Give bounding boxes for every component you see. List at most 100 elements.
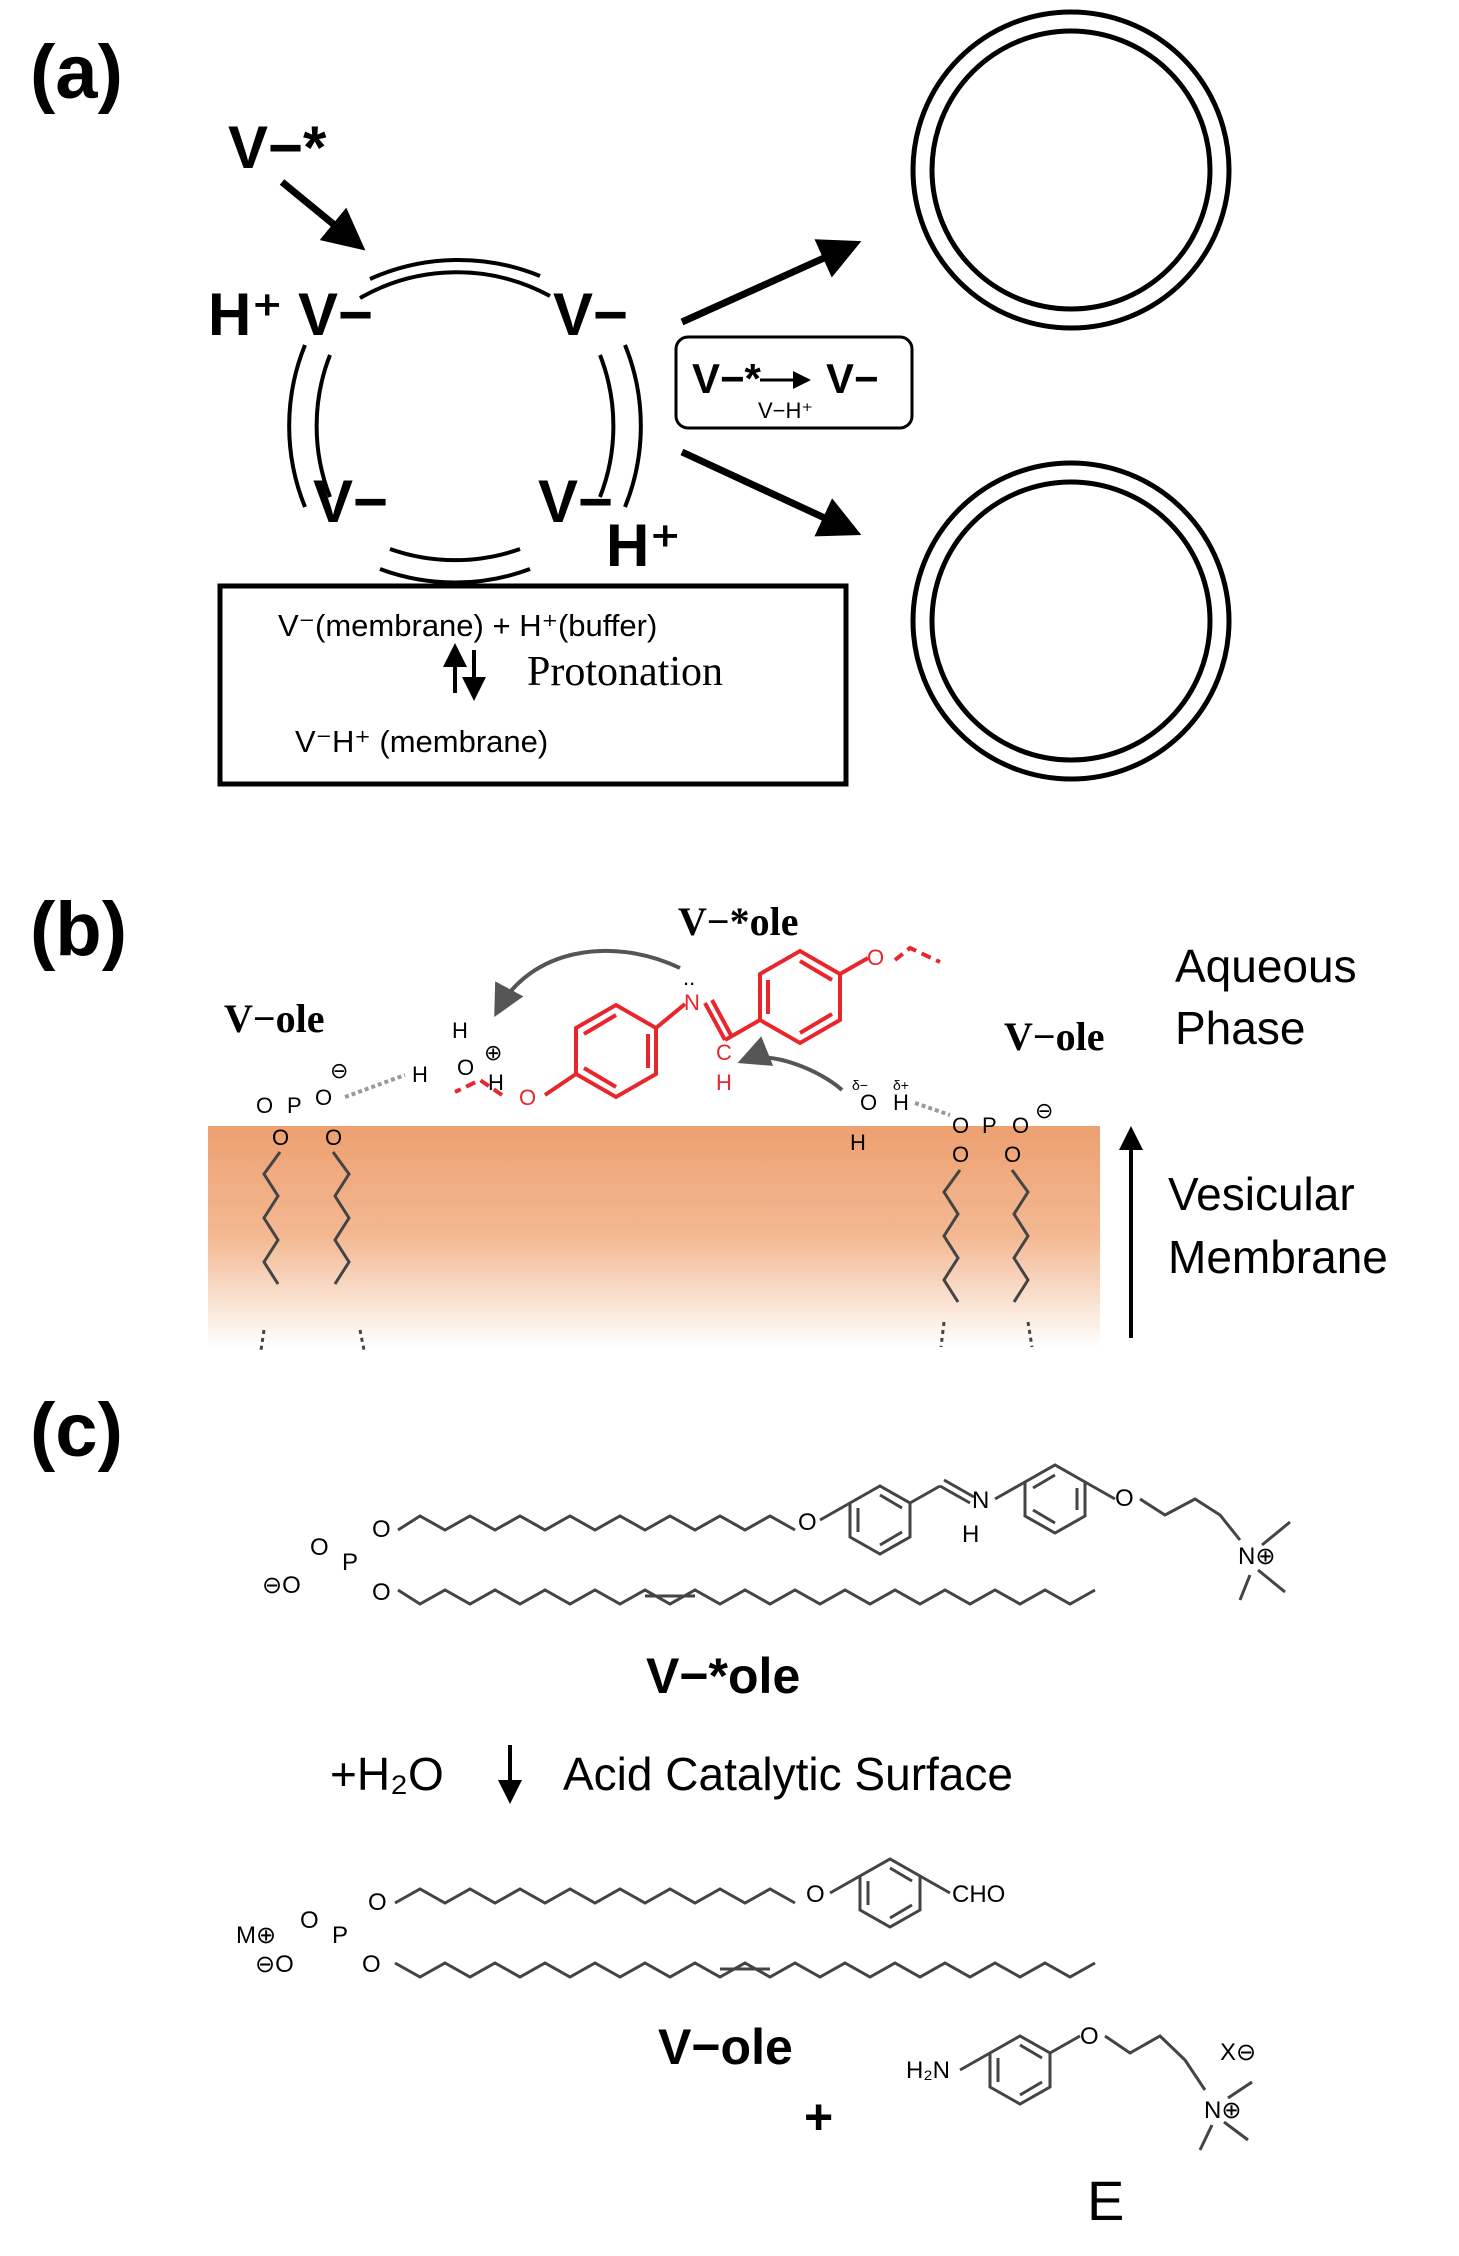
atom-o: O: [867, 945, 884, 970]
protonation-label: Protonation: [527, 649, 723, 695]
aldehyde-group: CHO: [952, 1881, 1005, 1908]
atom-o: O: [256, 1093, 273, 1118]
atom-o: O: [315, 1085, 332, 1110]
v-minus-top-right: V−: [553, 281, 628, 348]
atom-o: O: [368, 1889, 387, 1916]
atom-o: O: [1080, 2023, 1099, 2050]
right-phosphate: O P O ⊖ O O: [952, 1098, 1053, 1167]
delta-plus: δ+: [893, 1077, 909, 1093]
h-plus-bottom: H⁺: [606, 512, 681, 579]
atom-p: P: [287, 1093, 302, 1118]
charge-plus: ⊕: [484, 1040, 502, 1065]
atom-o-minus: ⊖O: [255, 1951, 294, 1978]
atom-p: P: [342, 1549, 358, 1576]
atom-o-minus: ⊖O: [262, 1572, 301, 1599]
charge-minus: ⊖: [1035, 1098, 1053, 1123]
atom-o: O: [310, 1534, 329, 1561]
atom-n: N: [972, 1487, 989, 1514]
atom-o: O: [457, 1055, 474, 1080]
atom-o: O: [952, 1142, 969, 1167]
panel-a-label: (a): [30, 30, 123, 115]
aqueous-line2: Phase: [1175, 1002, 1305, 1054]
atom-o: O: [806, 1881, 825, 1908]
condition-label: Acid Catalytic Surface: [563, 1748, 1013, 1800]
center-molecule-label: V−*ole: [678, 899, 799, 944]
delta-minus: δ−: [852, 1077, 868, 1093]
atom-o: O: [362, 1951, 381, 1978]
reactant-label: V−*ole: [646, 1648, 800, 1704]
atom-o: O: [1012, 1113, 1029, 1138]
e-structure: H₂N O X⊖ N⊕: [906, 2023, 1256, 2151]
imine-atoms: O N C H O: [519, 945, 884, 1110]
product-structure: O O M⊕ P ⊖O O O CHO: [236, 1857, 1096, 1979]
conversion-catalyst: V−H⁺: [758, 398, 813, 423]
atom-h: H: [850, 1130, 866, 1155]
h-bond-left: [344, 1073, 406, 1099]
lone-pair: ..: [683, 965, 695, 990]
v-minus-bottom-left: V−: [313, 468, 388, 535]
vesicular-line1: Vesicular: [1168, 1168, 1355, 1220]
atom-o: O: [860, 1090, 877, 1115]
curved-arrow-right: [737, 1036, 844, 1092]
v-star-label: V−*: [228, 114, 327, 181]
aqueous-line1: Aqueous: [1175, 940, 1357, 992]
panel-a: (a) V−* H⁺ V− V− V− V− H⁺ V−* V−H⁺: [30, 9, 1232, 787]
v-star-arrow: [279, 179, 366, 251]
imine-molecule: [454, 945, 941, 1100]
reactant-structure: O O P ⊖O O O N H O N⊕: [262, 1463, 1291, 1606]
metal-cation: M⊕: [236, 1922, 276, 1949]
panel-b: (b) V−*ole V−ole V−ole Aqueous Phase Ves…: [30, 887, 1388, 1351]
vesicular-line2: Membrane: [1168, 1231, 1388, 1283]
atom-h: H: [893, 1090, 909, 1115]
panel-c: (c) O O P: [30, 1388, 1291, 2232]
atom-o: O: [519, 1085, 536, 1110]
atom-o: O: [798, 1509, 817, 1536]
vesicle-top: [910, 9, 1232, 331]
atom-p: P: [332, 1922, 348, 1949]
h-plus-left: H⁺: [208, 281, 283, 348]
atom-o: O: [300, 1907, 319, 1934]
counter-anion: X⊖: [1220, 2039, 1256, 2066]
membrane-ring: [287, 257, 643, 585]
v-minus-top-left: V−: [298, 281, 373, 348]
atom-o: O: [1115, 1485, 1134, 1512]
atom-n: N: [684, 990, 700, 1015]
protonation-line1: V⁻(membrane) + H⁺(buffer): [278, 608, 657, 643]
product-label: V−ole: [658, 2019, 793, 2075]
water-right: δ− O δ+ H H: [850, 1077, 909, 1155]
atom-o: O: [1004, 1142, 1021, 1167]
atom-h: H: [452, 1018, 468, 1043]
panel-c-label: (c): [30, 1388, 123, 1473]
atom-n-plus: N⊕: [1238, 1543, 1275, 1570]
protonation-box: V⁻(membrane) + H⁺(buffer) Protonation V⁻…: [217, 583, 849, 787]
hydronium: H O ⊕ H: [452, 1018, 504, 1095]
e-label: E: [1087, 2169, 1124, 2232]
atom-h: H: [488, 1070, 504, 1095]
atom-h: H: [962, 1521, 979, 1548]
curved-arrow-left: [494, 948, 681, 1018]
atom-h: H: [412, 1062, 428, 1087]
atom-p: P: [982, 1113, 997, 1138]
atom-o: O: [272, 1125, 289, 1150]
arrow-to-top-vesicle: [680, 239, 862, 326]
atom-o: O: [952, 1113, 969, 1138]
atom-o: O: [372, 1516, 391, 1543]
vesicle-bottom: [910, 460, 1232, 782]
atom-h: H: [716, 1070, 732, 1095]
panel-b-label: (b): [30, 887, 127, 972]
left-molecule-label: V−ole: [224, 996, 325, 1041]
conversion-to: V−: [826, 355, 879, 402]
left-chains: [259, 1151, 366, 1351]
atom-n-plus: N⊕: [1204, 2097, 1241, 2124]
conversion-box: V−* V−H⁺ V−: [674, 335, 914, 430]
v-minus-bottom-right: V−: [538, 468, 613, 535]
arrow-to-bottom-vesicle: [680, 448, 862, 537]
protonation-line2: V⁻H⁺ (membrane): [295, 724, 548, 759]
right-chains: [939, 1169, 1034, 1348]
membrane-slab: [208, 1126, 1100, 1348]
atom-o: O: [325, 1125, 342, 1150]
reagent-label: +H₂O: [330, 1748, 444, 1800]
atom-c: C: [716, 1040, 732, 1065]
h-bond-right: [914, 1101, 951, 1117]
